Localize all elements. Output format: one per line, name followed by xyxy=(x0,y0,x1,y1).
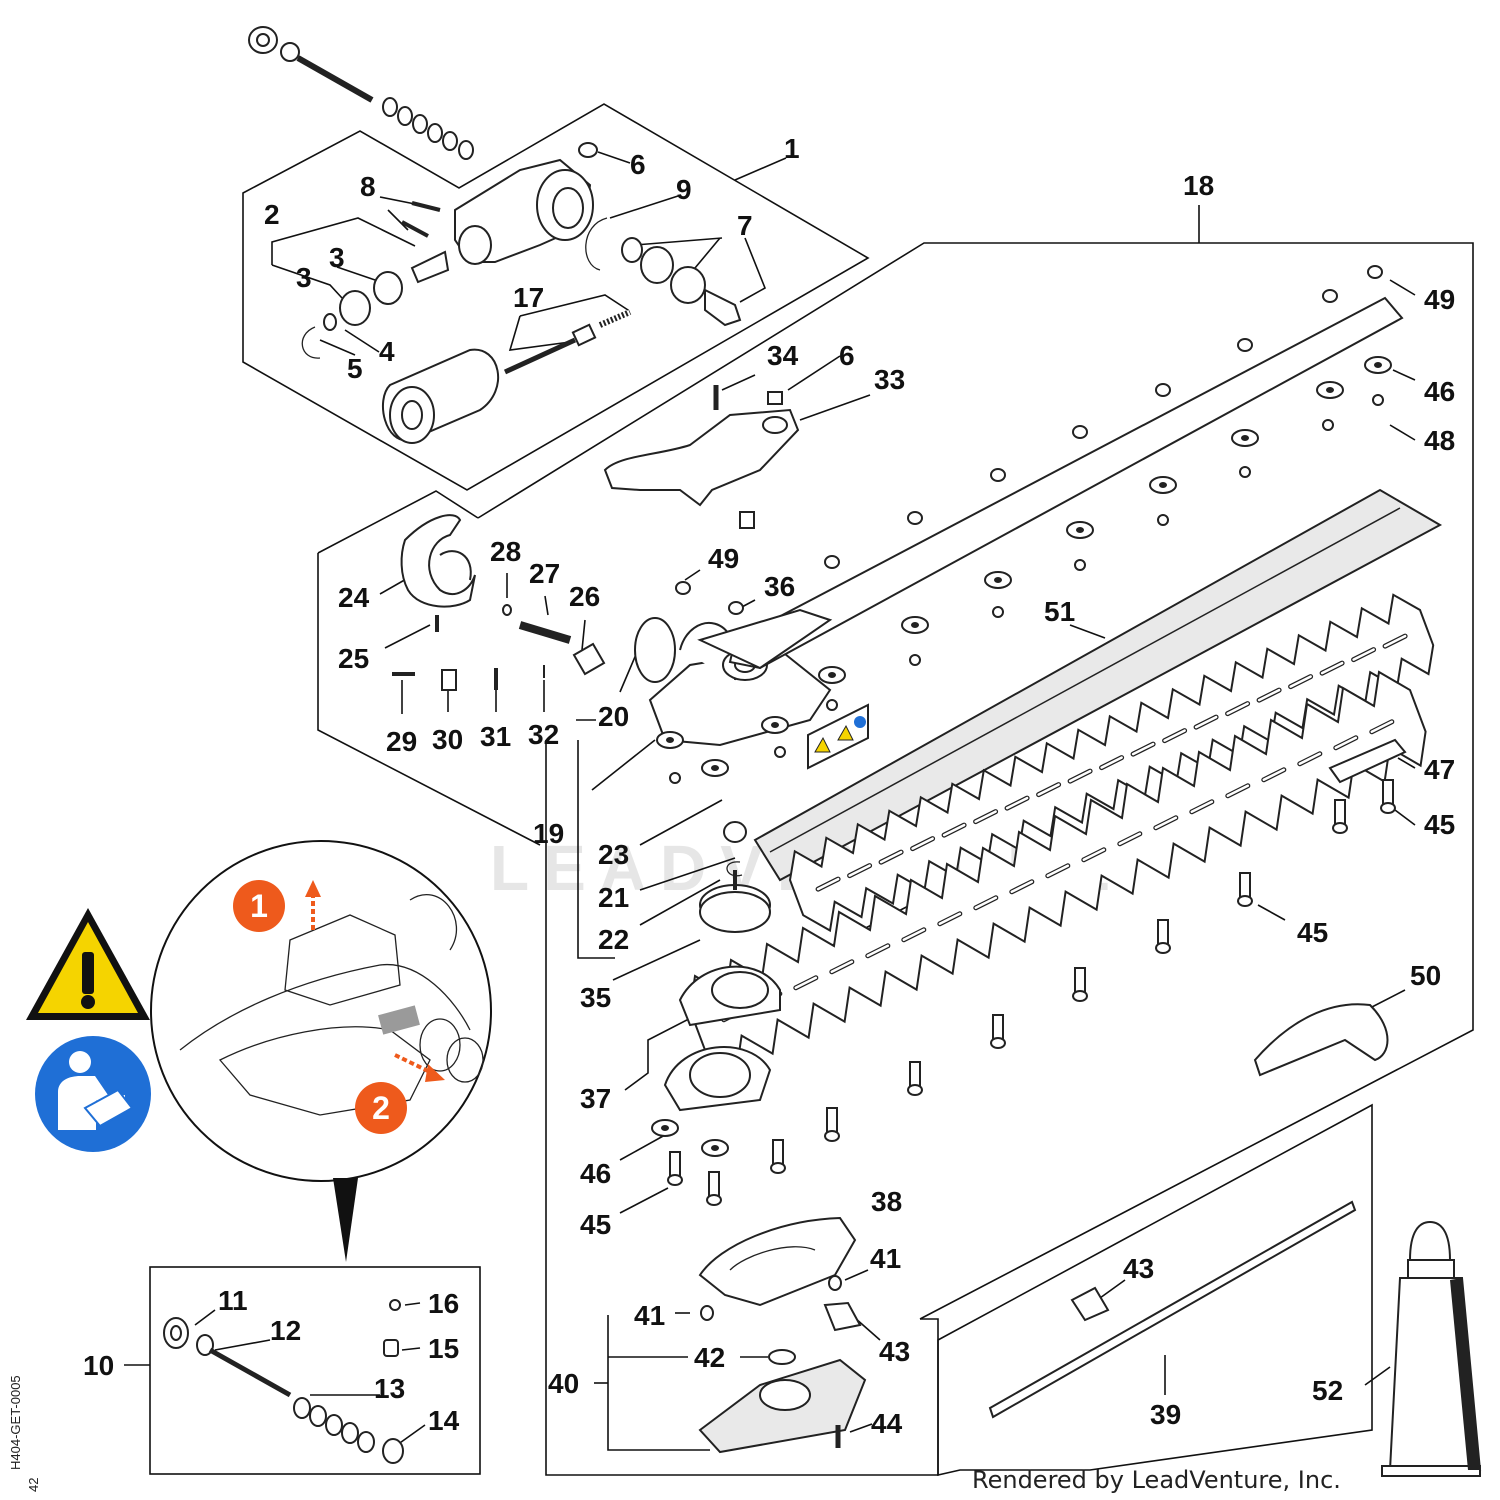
callout-14: 14 xyxy=(428,1405,460,1436)
callout-10: 10 xyxy=(83,1350,114,1381)
detail-box-frame xyxy=(149,1266,481,1475)
callout-29: 29 xyxy=(386,726,417,757)
drawing-code: H404-GET-0005 xyxy=(8,1375,23,1470)
callout-46: 46 xyxy=(580,1158,611,1189)
callout-42: 42 xyxy=(694,1342,725,1373)
callout-15: 15 xyxy=(428,1333,459,1364)
callout-1: 1 xyxy=(784,133,800,164)
callout-45: 45 xyxy=(580,1209,611,1240)
callout-11: 11 xyxy=(218,1285,248,1316)
blade-screws-drawing xyxy=(667,779,1396,1206)
callout-3: 3 xyxy=(296,262,312,293)
gearbox-frame xyxy=(242,103,870,491)
render-credit: Rendered by LeadVenture, Inc. xyxy=(972,1466,1341,1494)
drive-tube-drawing xyxy=(381,309,632,444)
callout-37: 37 xyxy=(580,1083,611,1114)
callout-43: 43 xyxy=(879,1336,910,1367)
callout-41: 41 xyxy=(634,1300,665,1331)
clip-strip-drawing xyxy=(988,1200,1357,1419)
cutting-blades-drawing xyxy=(688,593,1435,1072)
callout-8: 8 xyxy=(360,171,376,202)
callout-13: 13 xyxy=(374,1373,405,1404)
callout-45: 45 xyxy=(1424,809,1455,840)
blade-guard-drawing xyxy=(1253,738,1407,1077)
inspection-circle xyxy=(150,840,492,1262)
callout-24: 24 xyxy=(338,582,370,613)
callout-28: 28 xyxy=(490,536,521,567)
front-handle-drawing xyxy=(603,385,800,529)
gear-housing-frame xyxy=(317,490,541,846)
strap-drawing xyxy=(400,514,476,608)
blade-washers-drawing xyxy=(651,265,1392,1157)
blade-gaskets-drawing xyxy=(663,965,781,1112)
callout-33: 33 xyxy=(874,364,905,395)
callout-25: 25 xyxy=(338,643,369,674)
callout-17: 17 xyxy=(513,282,544,313)
svg-text:1: 1 xyxy=(250,888,268,924)
callout-4: 4 xyxy=(379,336,395,367)
callout-12: 12 xyxy=(270,1315,301,1346)
grease-tube-drawing xyxy=(1381,1220,1482,1477)
read-manual-icon xyxy=(35,1036,151,1152)
small-parts-drawing xyxy=(392,604,606,691)
callout-35: 35 xyxy=(580,982,611,1013)
drawing-revision: 42 xyxy=(26,1478,41,1492)
drive-shaft-drawing xyxy=(248,26,474,160)
callout-50: 50 xyxy=(1410,960,1441,991)
drive-plate-drawing xyxy=(699,821,771,933)
callout-52: 52 xyxy=(1312,1375,1343,1406)
gear-cover-drawing xyxy=(698,1216,867,1454)
callout-5: 5 xyxy=(347,353,363,384)
callout-44: 44 xyxy=(871,1408,903,1439)
callout-22: 22 xyxy=(598,924,629,955)
callout-21: 21 xyxy=(598,882,629,913)
callout-41: 41 xyxy=(870,1243,901,1274)
callout-47: 47 xyxy=(1424,754,1455,785)
callout-40: 40 xyxy=(548,1368,579,1399)
callout-3: 3 xyxy=(329,242,345,273)
warning-label-drawing xyxy=(807,703,869,770)
callout-39: 39 xyxy=(1150,1399,1181,1430)
callout-38: 38 xyxy=(871,1186,902,1217)
callout-9: 9 xyxy=(676,174,692,205)
detail-parts-drawing xyxy=(163,1299,404,1464)
step-1-badge: 1 xyxy=(233,880,285,932)
svg-text:2: 2 xyxy=(372,1090,390,1126)
callout-30: 30 xyxy=(432,724,463,755)
callout-6: 6 xyxy=(630,149,646,180)
callout-16: 16 xyxy=(428,1288,459,1319)
callout-6: 6 xyxy=(839,340,855,371)
callout-45: 45 xyxy=(1297,917,1328,948)
callout-51: 51 xyxy=(1044,596,1075,627)
callout-48: 48 xyxy=(1424,425,1455,456)
leader-lines xyxy=(124,151,1416,1451)
callout-labels: 1 2 3 3 4 5 6 6 7 8 9 10 11 12 13 14 15 … xyxy=(83,133,1455,1439)
callout-2: 2 xyxy=(264,199,280,230)
callout-36: 36 xyxy=(764,571,795,602)
callout-27: 27 xyxy=(529,558,560,589)
warning-triangle-icon xyxy=(26,908,150,1020)
callout-26: 26 xyxy=(569,581,600,612)
callout-32: 32 xyxy=(528,719,559,750)
callout-18: 18 xyxy=(1183,170,1214,201)
callout-19: 19 xyxy=(533,818,564,849)
callout-46: 46 xyxy=(1424,376,1455,407)
callout-23: 23 xyxy=(598,839,629,870)
callout-49: 49 xyxy=(708,543,739,574)
callout-20: 20 xyxy=(598,701,629,732)
callout-49: 49 xyxy=(1424,284,1455,315)
blade-bar-drawing xyxy=(697,296,1443,882)
callout-31: 31 xyxy=(480,721,511,752)
callout-7: 7 xyxy=(737,210,753,241)
callout-34: 34 xyxy=(767,340,799,371)
inspection-illustration xyxy=(179,880,484,1116)
step-2-badge: 2 xyxy=(355,1082,407,1134)
gear-housing-drawing xyxy=(301,142,742,359)
callout-43: 43 xyxy=(1123,1253,1154,1284)
clip-strip-frame xyxy=(937,1103,1373,1477)
